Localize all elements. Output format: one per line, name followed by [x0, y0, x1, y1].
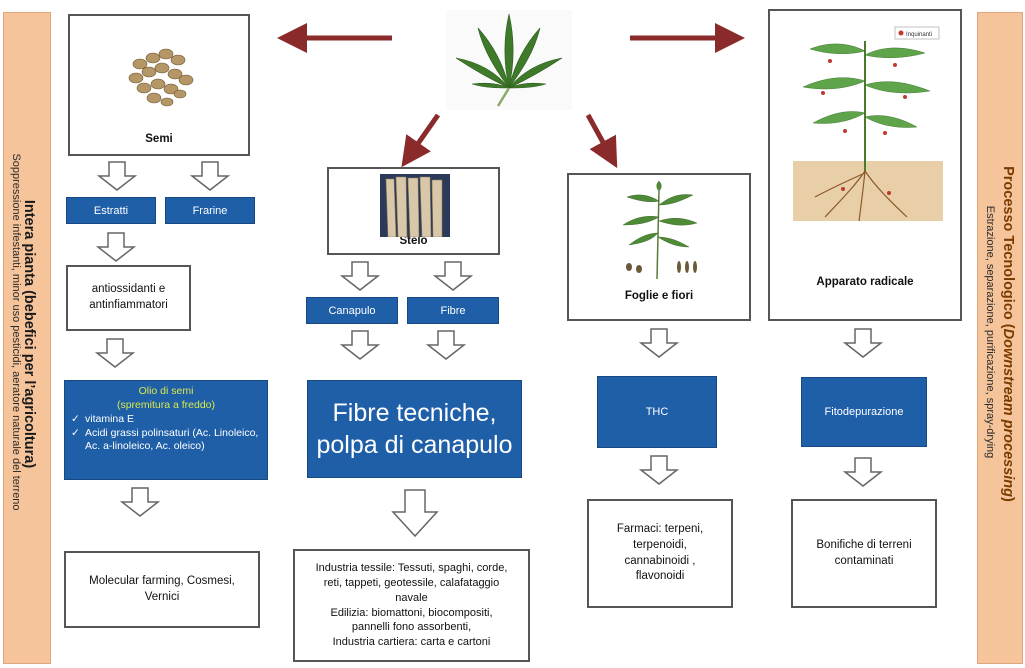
arrow-to-foglie: [585, 113, 618, 169]
thc-box: THC: [597, 376, 717, 448]
down-arrow: [339, 330, 381, 360]
down-arrow: [638, 455, 680, 485]
foglie-box: Foglie e fiori: [567, 173, 751, 321]
stelo-box: Stelo: [327, 167, 500, 255]
olio-item: ✓Acidi grassi polinsaturi (Ac. Linoleico…: [71, 426, 259, 453]
down-arrow: [842, 457, 884, 487]
antiox-box: antiossidanti e antinfiammatori: [66, 265, 191, 331]
stelo-final-line: Edilizia: biomattoni, biocompositi,: [330, 606, 493, 619]
olio-item: ✓vitamina E: [71, 412, 135, 425]
stem-image: [380, 174, 450, 237]
down-arrow: [94, 338, 136, 368]
root-diagram: Inquinanti: [785, 21, 945, 231]
foglie-final-box: Farmaci: terpeni, terpenoidi, cannabinoi…: [587, 499, 733, 608]
down-arrow: [119, 487, 161, 517]
semi-label: Semi: [145, 133, 173, 146]
stelo-final-line: pannelli fono assorbenti,: [351, 621, 472, 634]
arrow-to-stelo: [401, 113, 441, 168]
down-arrow: [95, 232, 137, 262]
plant-illustration: [617, 181, 703, 281]
canapulo-box: Canapulo: [306, 297, 398, 324]
down-arrow: [189, 161, 231, 191]
radice-label: Apparato radicale: [816, 276, 914, 289]
down-arrow: [339, 261, 381, 291]
down-arrow: [391, 489, 439, 538]
fibre-box: Fibre: [407, 297, 499, 324]
left-sidebar: Intera pianta (bebefici per l’agricoltur…: [3, 12, 51, 664]
olio-title: Olio di semi: [138, 385, 194, 397]
stelo-final-line: navale: [395, 591, 428, 604]
olio-subtitle: (spremitura a freddo): [116, 398, 216, 411]
stelo-final-box: Industria tessile: Tessuti, spaghi, cord…: [293, 549, 530, 662]
seeds-image: [120, 34, 200, 114]
hemp-leaf-image: [446, 10, 572, 110]
semi-final-box: Molecular farming, Cosmesi, Vernici: [64, 551, 260, 628]
frarine-box: Frarine: [165, 197, 255, 224]
right-sidebar: Processo Tecnologico (Downstream process…: [977, 12, 1023, 664]
down-arrow: [425, 330, 467, 360]
stelo-final-line: Industria cartiera: carta e cartoni: [332, 636, 491, 649]
radice-final-box: Bonifiche di terreni contaminati: [791, 499, 937, 608]
radice-box: Inquinanti: [768, 9, 962, 321]
hemp-leaf-icon: [455, 13, 563, 107]
fito-box: Fitodepurazione: [801, 377, 927, 447]
down-arrow: [432, 261, 474, 291]
fibre-tecniche-box: Fibre tecniche, polpa di canapulo: [307, 380, 522, 478]
semi-box: Semi: [68, 14, 250, 156]
down-arrow: [638, 328, 680, 358]
stelo-final-line: reti, tappeti, geotessile, calafataggio: [323, 576, 500, 589]
root-legend-text: Inquinanti: [906, 32, 932, 38]
down-arrow: [842, 328, 884, 358]
foglie-label: Foglie e fiori: [624, 290, 694, 303]
stelo-label: Stelo: [399, 235, 428, 248]
stelo-final-line: Industria tessile: Tessuti, spaghi, cord…: [315, 561, 508, 574]
estratti-box: Estratti: [66, 197, 156, 224]
olio-box: Olio di semi (spremitura a freddo) ✓vita…: [64, 380, 268, 480]
down-arrow: [96, 161, 138, 191]
